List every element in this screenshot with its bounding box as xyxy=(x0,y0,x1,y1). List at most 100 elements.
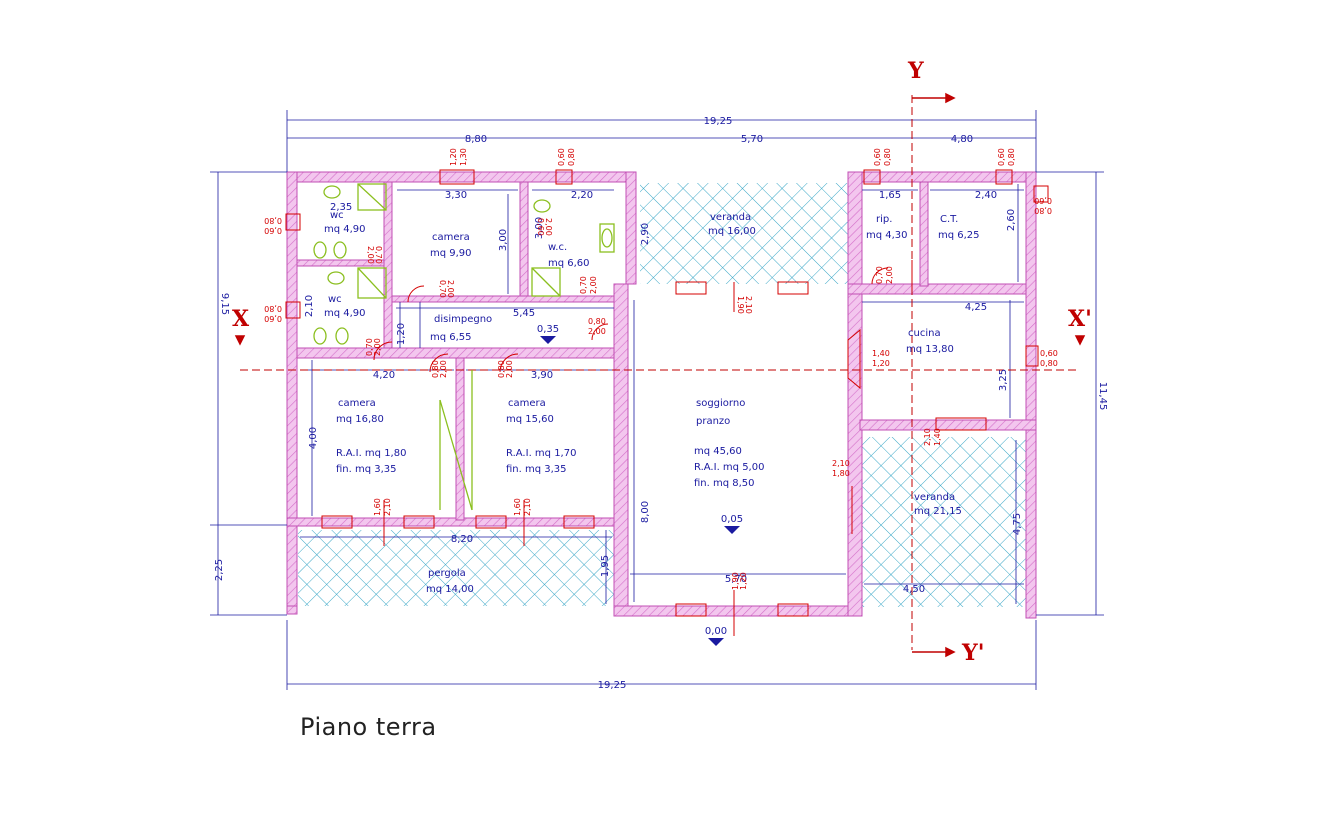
camera2-rai: R.A.I. mq 1,80 xyxy=(336,448,406,459)
camera3-area: mq 15,60 xyxy=(506,414,554,425)
win-right-top-b-label: 2,00 xyxy=(544,218,553,236)
camera2-area: mq 16,80 xyxy=(336,414,384,425)
d-veranda-b-label: 1,80 xyxy=(832,469,850,478)
camera2-dim-w: 4,20 xyxy=(373,370,395,381)
wc1-name: wc xyxy=(330,210,344,221)
w1-label: 1,20 xyxy=(449,148,458,166)
d-rip-b-label: 2,00 xyxy=(885,266,894,284)
soggiorno-level: 0,05 xyxy=(721,514,743,525)
disimpegno-level: 0,35 xyxy=(537,324,559,335)
stair-lines xyxy=(399,302,421,348)
win-cucina-label: 0,60 xyxy=(1040,349,1058,358)
win-cucina-b-label: 0,80 xyxy=(1040,359,1058,368)
w3-label: 0,60 xyxy=(873,148,882,166)
d-wc3-b-label: 2,00 xyxy=(589,276,598,294)
cucina-name: cucina xyxy=(908,328,941,339)
dim-left-a: 9,15 xyxy=(219,293,230,315)
d-veranda-label: 2,10 xyxy=(832,459,850,468)
pergola-name: pergola xyxy=(428,568,466,579)
dim-top-c: 4,80 xyxy=(951,134,973,145)
d-cam-int2-label: 0,80 xyxy=(497,360,506,378)
wc1-area: mq 4,90 xyxy=(324,224,366,235)
win-left1b-label: 0,60 xyxy=(264,226,282,235)
d-sog-bottom-label: 1,90 xyxy=(731,572,740,590)
w5b-label: 0,80 xyxy=(1034,206,1052,215)
d-wc-a-b-label: 2,00 xyxy=(373,338,382,356)
disimpegno-dim-w: 5,45 xyxy=(513,308,535,319)
d-cuc-bottom-label: 2,10 xyxy=(923,428,932,446)
d-cuc-bottom-b-label: 1,40 xyxy=(933,428,942,446)
disimpegno-area: mq 6,55 xyxy=(430,332,472,343)
rip-area: mq 4,30 xyxy=(866,230,908,241)
d-cam1-label: 0,70 xyxy=(438,280,447,298)
ct-name: C.T. xyxy=(940,214,958,225)
camera3-name: camera xyxy=(508,398,546,409)
camera2-dim-h: 4,00 xyxy=(308,427,319,449)
w2-label: 0,60 xyxy=(557,148,566,166)
dimension-lines xyxy=(210,110,1104,690)
section-lines xyxy=(240,95,1080,650)
veranda1-name: veranda xyxy=(710,212,751,223)
level-markers xyxy=(540,336,740,646)
w2b-label: 0,80 xyxy=(567,148,576,166)
openings xyxy=(285,169,1049,636)
pergola-dim-h: 1,95 xyxy=(600,555,611,577)
sanitary-fixtures xyxy=(313,183,615,511)
wc3-name: w.c. xyxy=(548,242,567,253)
d-cam-int2-b-label: 2,00 xyxy=(505,360,514,378)
section-mark-x-prime: X' xyxy=(1068,306,1092,332)
camera1-dim-w: 3,30 xyxy=(445,190,467,201)
w4b-label: 0,80 xyxy=(1007,148,1016,166)
pergola-area: mq 14,00 xyxy=(426,584,474,595)
camera2-name: camera xyxy=(338,398,376,409)
soggiorno-dim-w: 5,70 xyxy=(725,574,747,585)
dim-top-a: 8,80 xyxy=(465,134,487,145)
veranda-top-area xyxy=(640,183,848,284)
d-sog-bottom-b-label: 1,20 xyxy=(739,572,748,590)
veranda2-dim-w: 4,50 xyxy=(903,584,925,595)
d-sog-top-label: 1,90 xyxy=(736,296,745,314)
wc2-name: wc xyxy=(328,294,342,305)
section-mark-y-prime: Y' xyxy=(961,640,984,666)
camera1-area: mq 9,90 xyxy=(430,248,472,259)
ct-dim-h: 2,60 xyxy=(1006,209,1017,231)
pergola-area xyxy=(298,530,614,606)
d-cam2-b-label: 2,10 xyxy=(383,498,392,516)
camera3-rai: R.A.I. mq 1,70 xyxy=(506,448,576,459)
soggiorno-dim-h: 8,00 xyxy=(640,501,651,523)
disimpegno-dim-h: 1,20 xyxy=(396,323,407,345)
soggiorno-name: soggiorno xyxy=(696,398,745,409)
d-cam3-b-label: 2,10 xyxy=(523,498,532,516)
veranda1-dim: 2,90 xyxy=(640,223,651,245)
rip-dim: 1,65 xyxy=(879,190,901,201)
d-cucina-label: 1,40 xyxy=(872,349,890,358)
camera3-dim-w: 3,90 xyxy=(531,370,553,381)
veranda2-name: veranda xyxy=(914,492,955,503)
soggiorno-fin: fin. mq 8,50 xyxy=(694,478,755,489)
camera2-fin: fin. mq 3,35 xyxy=(336,464,397,475)
dim-right-total: 11,45 xyxy=(1097,382,1108,411)
camera1-dim-h: 3,00 xyxy=(498,229,509,251)
win-left2b-label: 0,60 xyxy=(264,314,282,323)
w3b-label: 0,80 xyxy=(883,148,892,166)
pranzo-name: pranzo xyxy=(696,416,730,427)
camera1-name: camera xyxy=(432,232,470,243)
soggiorno-rai: R.A.I. mq 5,00 xyxy=(694,462,764,473)
d-cam2-label: 1,60 xyxy=(373,498,382,516)
opening-labels: 1,20 1,30 0,60 0,80 0,60 0,80 0,60 0,80 … xyxy=(264,148,1058,590)
section-arrows xyxy=(234,92,1086,658)
ct-dim-w: 2,40 xyxy=(975,190,997,201)
wc3-area: mq 6,60 xyxy=(548,258,590,269)
entrance-level: 0,00 xyxy=(705,626,727,637)
wc2-area: mq 4,90 xyxy=(324,308,366,319)
d-wc3-label: 0,70 xyxy=(579,276,588,294)
d-sog-top-b-label: 2,10 xyxy=(744,296,753,314)
cucina-dim-w: 4,25 xyxy=(965,302,987,313)
w5-label: 0,60 xyxy=(1034,196,1052,205)
camera3-fin: fin. mq 3,35 xyxy=(506,464,567,475)
ct-area: mq 6,25 xyxy=(938,230,980,241)
veranda2-area: mq 21,15 xyxy=(914,506,962,517)
wc2-dim: 2,10 xyxy=(304,295,315,317)
soggiorno-area: mq 45,60 xyxy=(694,446,742,457)
dim-left-b: 2,25 xyxy=(214,559,225,581)
